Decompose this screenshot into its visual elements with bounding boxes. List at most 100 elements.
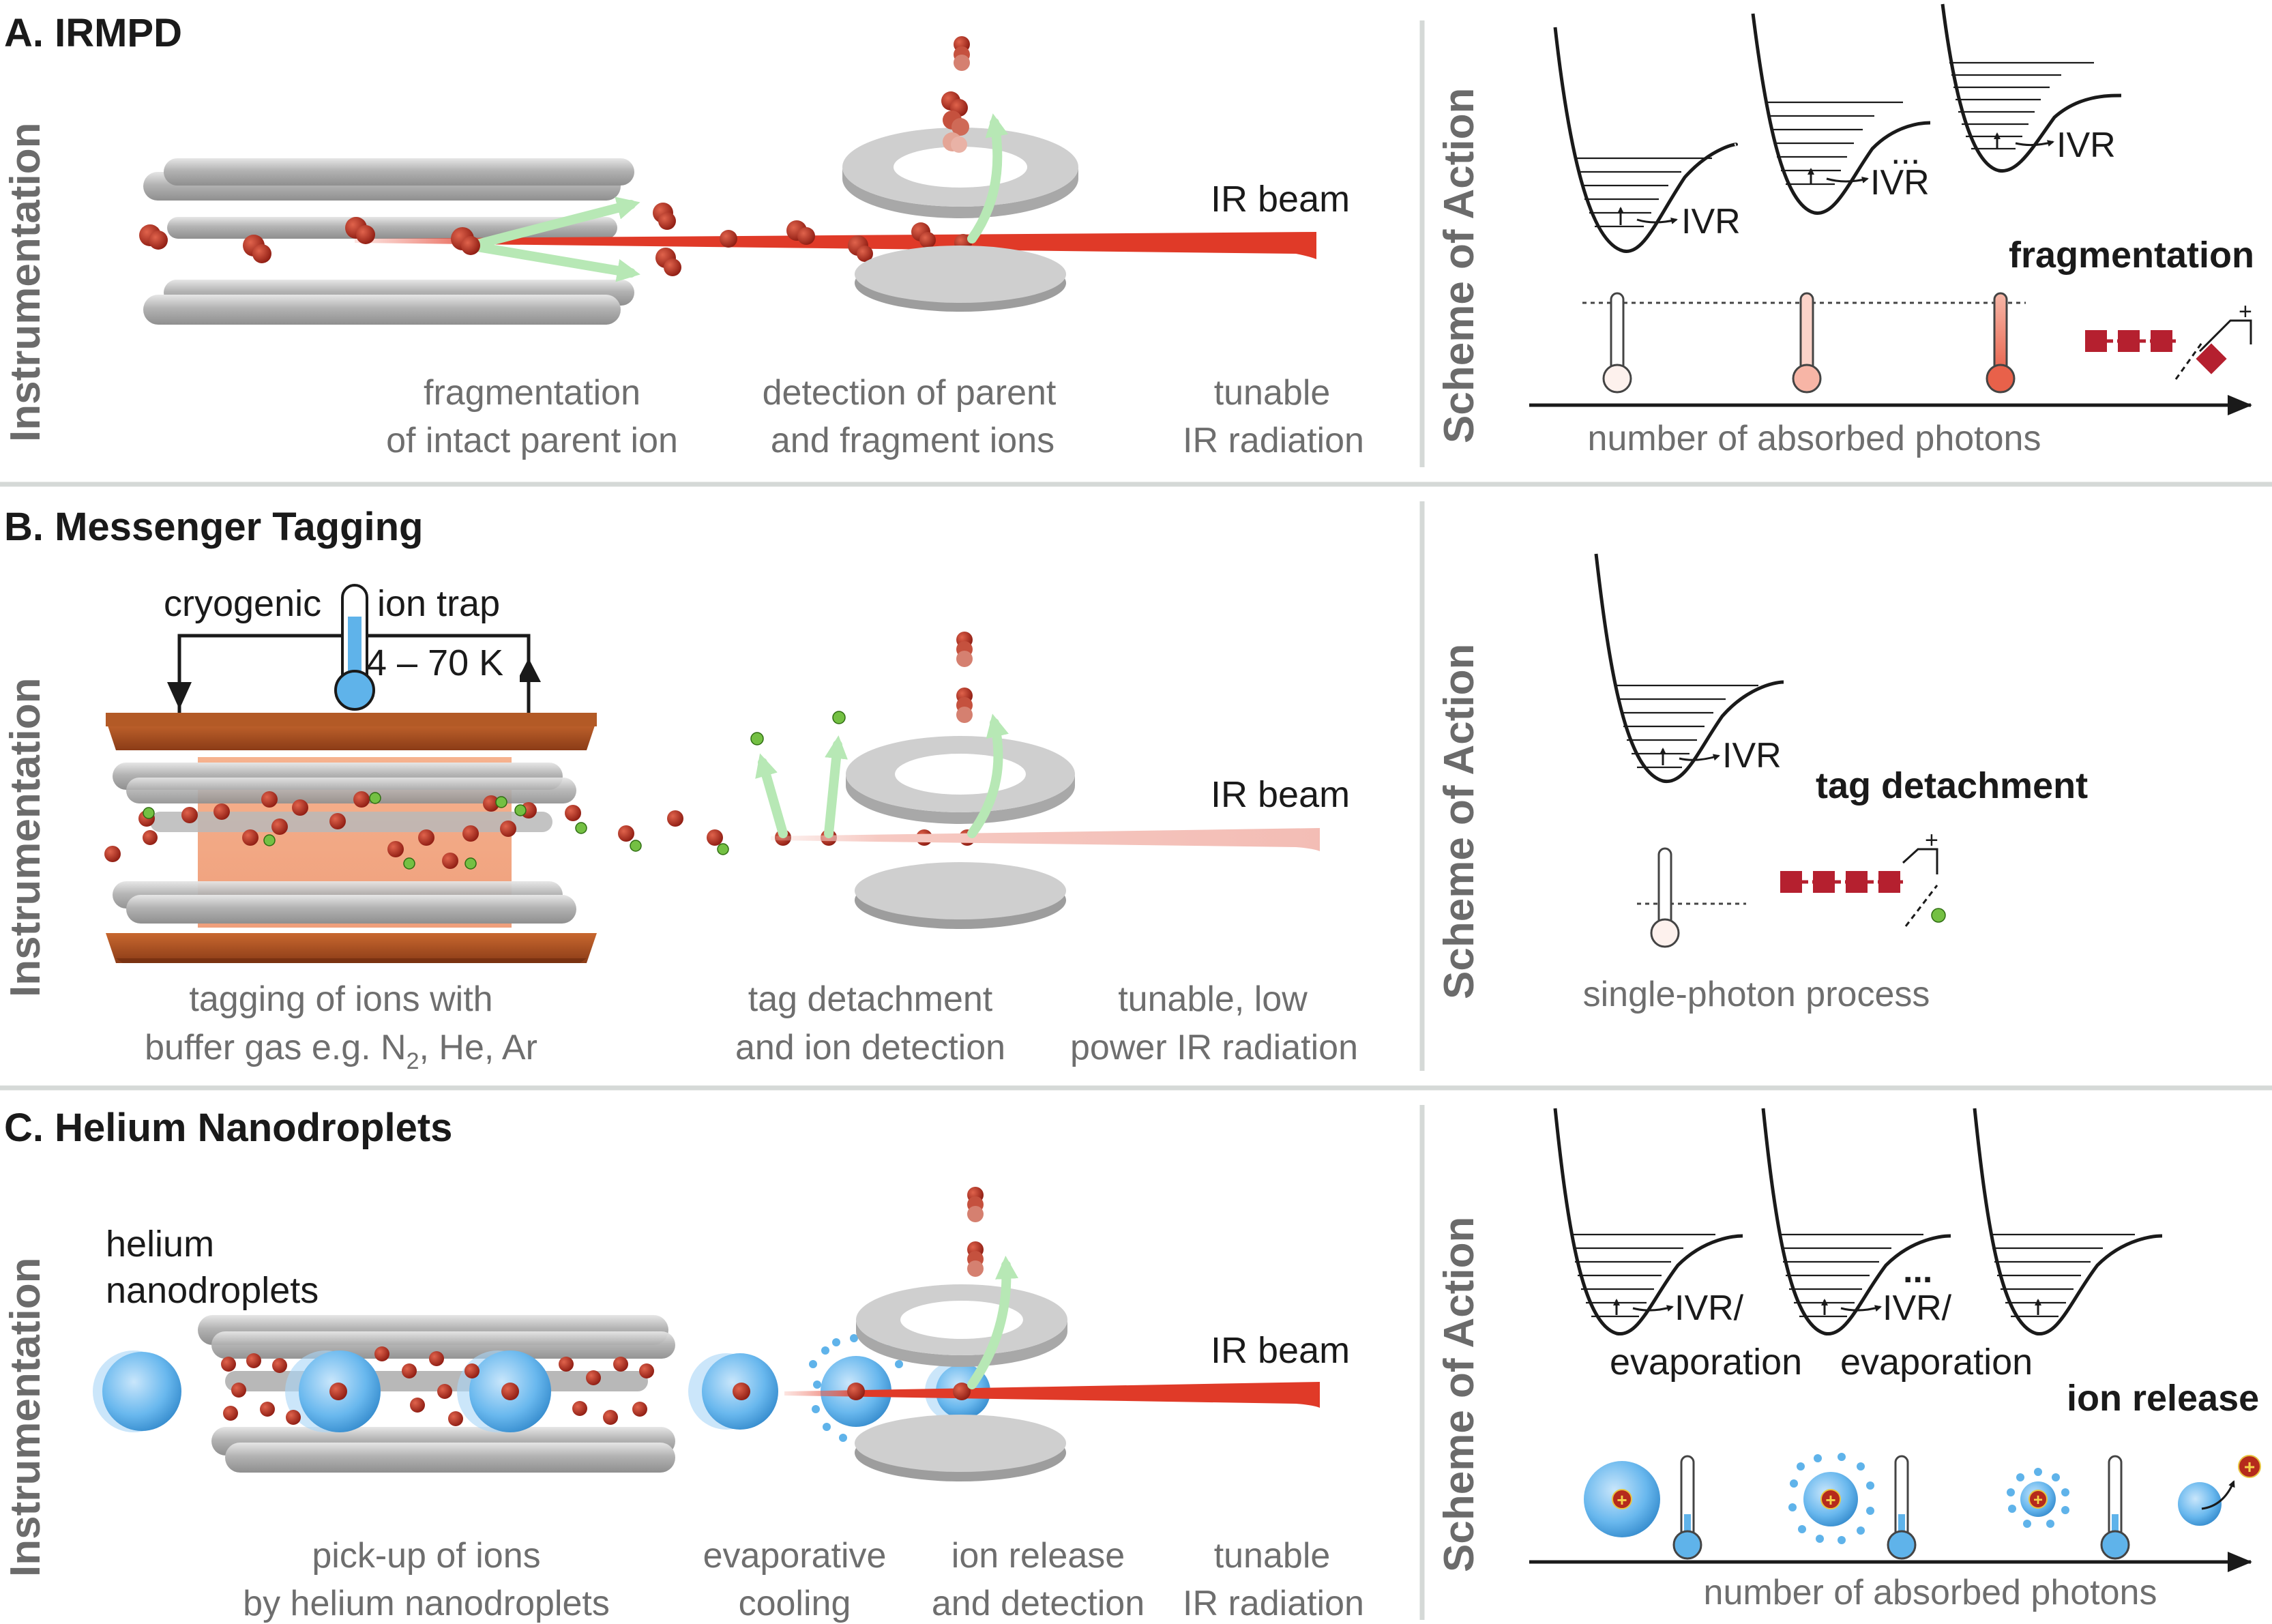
ion <box>213 803 230 820</box>
copper-plate <box>106 933 597 963</box>
panel-c-result-label: ion release <box>2067 1378 2259 1419</box>
trap-label-left: cryogenic <box>164 583 321 624</box>
droplet <box>102 1352 181 1431</box>
thermometer-icon <box>2100 1455 2130 1560</box>
ion <box>252 244 271 263</box>
panel-c-scheme-label: Scheme of Action <box>1436 1217 1483 1572</box>
caption-detection-1: detection of parent <box>763 373 1057 413</box>
fragment-arrow <box>473 242 640 282</box>
ion <box>149 231 168 250</box>
svg-text:+: + <box>1825 1490 1835 1510</box>
released-ion-icon: + <box>2178 1455 2261 1526</box>
panel-a-title: A. IRMPD <box>4 11 182 55</box>
caption-tag-detachment-1: tag detachment <box>748 979 993 1019</box>
panel-b-ir-beam <box>771 828 1320 851</box>
panel-a-ir-beam-label: IR beam <box>1211 179 1350 220</box>
ion <box>387 841 404 857</box>
label-bg <box>157 587 324 629</box>
thermometer-icon <box>1650 847 1680 948</box>
ion <box>461 236 480 255</box>
panel-a: A. IRMPD Instrumentation Scheme of Actio… <box>2 3 2254 460</box>
panel-c-instrumentation-label: Instrumentation <box>2 1258 49 1577</box>
ion <box>442 853 458 869</box>
tag-molecule <box>750 732 764 745</box>
ion <box>462 825 479 842</box>
tag-molecule <box>369 792 381 804</box>
panel-a-detected-ions <box>941 36 970 153</box>
ion <box>967 1260 984 1277</box>
copper-plate <box>116 958 587 963</box>
panel-a-scheme-label: Scheme of Action <box>1436 88 1483 443</box>
panel-c-detected-ions <box>967 1187 984 1277</box>
charge-plus: + <box>1925 827 1938 853</box>
panel-b-result-label: tag detachment <box>1816 765 2088 806</box>
caption-fragmentation-2: of intact parent ion <box>386 421 678 460</box>
tag-molecule <box>263 834 276 846</box>
evaporation-label: evaporation <box>1840 1342 2033 1383</box>
ion <box>353 791 370 808</box>
ion <box>418 829 434 846</box>
thermometer-icon <box>1887 1455 1917 1560</box>
panel-c-ir-beam <box>784 1382 1320 1408</box>
ellipsis-dots: ... <box>1903 1251 1932 1290</box>
caption-tunable-low-1: tunable, low <box>1118 979 1308 1019</box>
panel-a-result-label: fragmentation <box>2009 235 2254 276</box>
caption-tunable-2: IR radiation <box>1183 421 1364 460</box>
tag-molecule <box>143 807 155 819</box>
detection-arrow <box>967 713 1009 838</box>
tag-molecule <box>630 840 642 852</box>
caption-evaporative-2: cooling <box>739 1584 851 1623</box>
ion <box>242 829 259 846</box>
evaporation-label: evaporation <box>1610 1342 1802 1383</box>
ion <box>501 1383 519 1400</box>
tag-detach-arrow <box>824 735 848 838</box>
caption-fragmentation-1: fragmentation <box>424 373 640 413</box>
detection-arrow <box>967 1256 1019 1389</box>
tag-molecule <box>403 857 415 870</box>
rod <box>143 295 621 325</box>
detector-ring <box>842 167 1078 218</box>
ion <box>483 795 499 812</box>
ion <box>271 818 288 835</box>
ion <box>356 225 375 244</box>
ion <box>618 825 634 842</box>
tag-molecule <box>717 843 729 855</box>
caption-pick-up-2: by helium nanodroplets <box>243 1584 610 1623</box>
ion <box>954 55 970 71</box>
panel-c-potential-well-3 <box>1973 1108 2163 1336</box>
panel-b-potential-well: IVR <box>1594 553 1784 784</box>
ion <box>565 805 581 821</box>
detector-plate <box>855 862 1066 919</box>
thermometer-icon <box>1602 292 1632 394</box>
ion <box>953 1383 971 1400</box>
ion <box>261 791 278 808</box>
panel-b-detector <box>846 736 1075 929</box>
ion <box>967 1206 984 1222</box>
ion <box>181 807 198 823</box>
droplet-label-1: helium <box>106 1224 214 1265</box>
rod <box>126 778 576 803</box>
caption-detection-2: and fragment ions <box>771 421 1054 460</box>
panel-a-ions <box>139 203 972 276</box>
ivr-label: IVR <box>1681 202 1741 241</box>
ivr-label: IVR <box>1870 163 1930 203</box>
panel-a-axis-label: number of absorbed photons <box>1588 419 2041 458</box>
panel-a-potential-well-2: IVR ... <box>1751 13 1931 215</box>
droplet-label-2: nanodroplets <box>106 1270 319 1311</box>
fragment-molecule-icon: + <box>2085 299 2252 380</box>
charge-plus: + <box>2239 299 2252 325</box>
detector-ring <box>846 774 1075 824</box>
ion <box>951 136 967 153</box>
detector-plate <box>855 246 1066 303</box>
svg-text:+: + <box>1617 1490 1627 1510</box>
ion <box>707 829 723 846</box>
caption-ion-release-1: ion release <box>951 1536 1125 1576</box>
tag-molecule <box>575 822 587 834</box>
ivr-label: IVR <box>2056 126 2116 165</box>
ion <box>919 232 936 248</box>
ion <box>733 1383 750 1400</box>
ion <box>797 227 815 245</box>
panel-a-potential-well-3: IVR <box>1941 3 2122 173</box>
tag-molecule <box>495 796 507 808</box>
caption-tagging-2: buffer gas e.g. N2, He, Ar <box>145 1028 537 1074</box>
